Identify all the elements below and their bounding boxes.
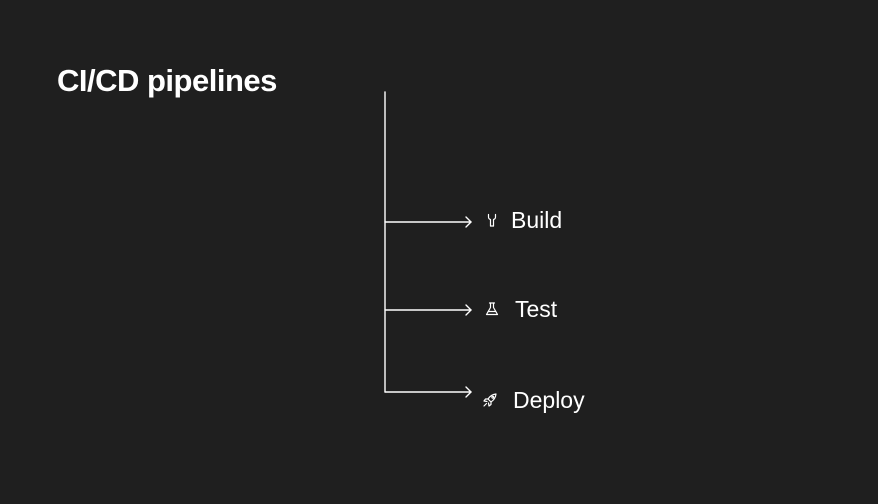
pipeline-node-deploy: Deploy: [482, 385, 585, 415]
node-label-deploy: Deploy: [513, 387, 585, 413]
branch-arrow-build: [384, 216, 472, 228]
diagram-title: CI/CD pipelines: [57, 63, 277, 98]
pipeline-node-test: Test: [484, 294, 557, 324]
pipeline-node-build: Build: [484, 205, 562, 235]
node-label-build: Build: [511, 207, 563, 233]
node-label-test: Test: [515, 296, 558, 322]
flask-icon: [484, 301, 500, 317]
rocket-icon: [482, 392, 498, 408]
branch-arrow-test: [384, 304, 472, 316]
wrench-icon: [484, 212, 500, 228]
branch-arrow-deploy: [384, 386, 472, 398]
